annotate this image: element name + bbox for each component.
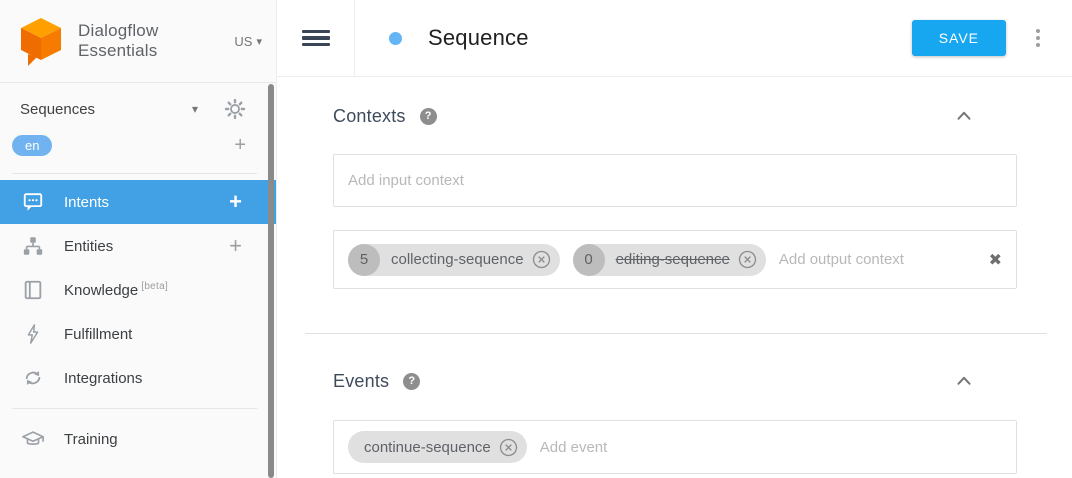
context-name: collecting-sequence (391, 251, 524, 268)
brand-name: Dialogflow Essentials (78, 21, 159, 60)
chevron-down-icon[interactable]: ▾ (191, 102, 198, 116)
sidebar-item-label: Fulfillment (64, 325, 133, 343)
help-icon[interactable]: ? (403, 372, 421, 390)
gear-icon[interactable] (224, 98, 246, 120)
sync-arrows-icon (25, 371, 41, 385)
book-icon (24, 280, 42, 300)
event-field[interactable]: continue-sequence (333, 420, 1017, 474)
help-icon[interactable]: ? (419, 107, 437, 125)
save-button[interactable]: SAVE (911, 20, 1006, 56)
intent-editor: Contexts ? 5 collecting-sequence (277, 77, 1072, 478)
lifespan-badge[interactable]: 0 (572, 243, 605, 276)
intent-status-dot (389, 31, 402, 45)
context-name: editing-sequence (615, 251, 730, 268)
sidebar-header: Dialogflow Essentials US ▾ (0, 0, 276, 83)
beta-badge: [beta] (141, 281, 169, 292)
chevron-up-icon[interactable] (953, 370, 975, 392)
page-title: Sequence (428, 25, 529, 50)
add-language-icon[interactable]: + (234, 134, 246, 156)
chat-bubble-icon (23, 193, 43, 211)
hierarchy-icon (23, 237, 43, 255)
sidebar-item-integrations[interactable]: Integrations (0, 356, 276, 400)
remove-chip-icon[interactable] (738, 250, 757, 269)
language-chip[interactable]: en (12, 134, 53, 156)
event-name: continue-sequence (364, 438, 491, 456)
lightning-bolt-icon (27, 324, 39, 344)
clear-contexts-icon[interactable]: ✖ (988, 251, 1002, 269)
remove-chip-icon[interactable] (499, 438, 518, 457)
contexts-section: Contexts ? 5 collecting-sequence (333, 103, 1017, 289)
graduation-cap-icon (22, 431, 44, 445)
agent-selector[interactable]: Sequences ▾ (0, 91, 276, 127)
events-section: Events ? continue-sequence (333, 368, 1017, 474)
sidebar-item-label: Integrations (64, 369, 143, 387)
sidebar-scrollbar[interactable] (268, 84, 274, 478)
output-context-field[interactable]: 5 collecting-sequence 0 editing-sequence (333, 230, 1017, 289)
chevron-up-icon[interactable] (953, 105, 975, 127)
section-title: Events (333, 370, 390, 391)
sidebar-item-knowledge[interactable]: Knowledge[beta] (0, 268, 276, 312)
section-title: Contexts (333, 105, 406, 126)
more-options-icon[interactable] (1020, 20, 1056, 56)
event-chip[interactable]: continue-sequence (348, 431, 527, 463)
section-divider (305, 333, 1047, 334)
agent-name: Sequences (20, 100, 96, 118)
sidebar-item-label: Training (64, 430, 118, 448)
output-context-chip[interactable]: 5 collecting-sequence (348, 243, 560, 276)
sidebar-item-entities[interactable]: Entities + (0, 224, 276, 268)
lifespan-badge[interactable]: 5 (348, 243, 380, 276)
input-context-input[interactable] (348, 172, 1002, 189)
add-intent-icon[interactable]: + (229, 189, 242, 214)
hamburger-menu-icon[interactable] (277, 0, 355, 76)
output-context-input[interactable] (778, 251, 989, 268)
events-header: Events ? (333, 368, 1017, 394)
sidebar-divider (12, 408, 257, 409)
intent-toolbar: Sequence SAVE (277, 0, 1072, 77)
main-area: Sequence SAVE Contexts ? (277, 0, 1072, 478)
sidebar-item-label: Intents (64, 193, 110, 211)
contexts-header: Contexts ? (333, 103, 1017, 129)
sidebar-item-label: Entities (64, 237, 114, 255)
remove-chip-icon[interactable] (532, 250, 551, 269)
output-context-chip[interactable]: 0 editing-sequence (572, 243, 766, 276)
sidebar-item-intents[interactable]: Intents + (0, 180, 276, 224)
region-selector[interactable]: US ▾ (234, 33, 262, 49)
chevron-down-icon: ▾ (256, 35, 262, 48)
sidebar-item-label: Knowledge[beta] (64, 281, 169, 299)
sidebar-item-training[interactable]: Training (0, 417, 276, 461)
input-context-field[interactable] (333, 154, 1017, 207)
language-row: en + (0, 127, 276, 163)
sidebar: Dialogflow Essentials US ▾ Sequences ▾ (0, 0, 277, 478)
sidebar-item-fulfillment[interactable]: Fulfillment (0, 312, 276, 356)
sidebar-divider (12, 173, 257, 174)
event-input[interactable] (539, 438, 1002, 456)
dialogflow-logo-icon (21, 18, 61, 66)
add-entity-icon[interactable]: + (229, 233, 242, 258)
